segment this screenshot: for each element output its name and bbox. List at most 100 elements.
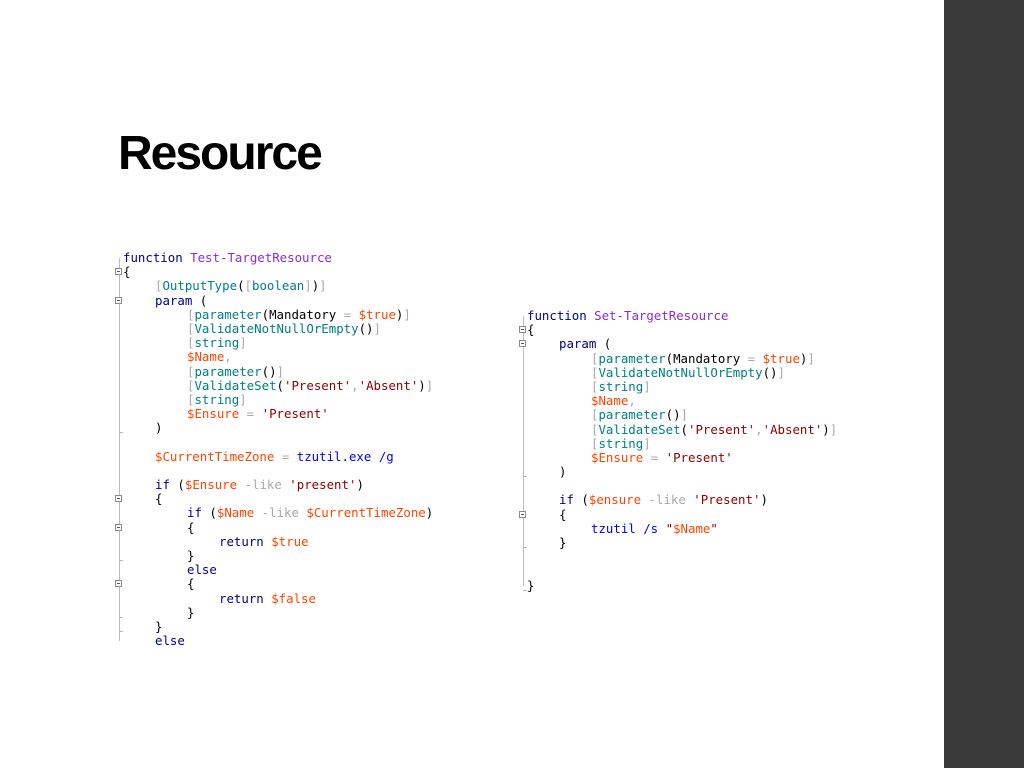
code-token: else bbox=[155, 633, 185, 649]
code-token: } bbox=[155, 618, 163, 634]
code-gutter bbox=[519, 578, 529, 593]
code-line: param ( bbox=[115, 292, 433, 308]
collapse-icon[interactable] bbox=[115, 268, 122, 276]
code-gutter bbox=[519, 564, 529, 579]
code-content: else bbox=[123, 562, 217, 577]
code-line: } bbox=[523, 535, 837, 551]
code-token: () bbox=[261, 363, 277, 379]
code-line: $Name, bbox=[119, 349, 433, 365]
code-token: ] bbox=[373, 320, 381, 336]
code-token: ( bbox=[276, 377, 284, 393]
code-gutter bbox=[115, 307, 125, 323]
code-content: [string] bbox=[123, 392, 247, 407]
code-token: [ bbox=[187, 363, 195, 379]
code-content: { bbox=[123, 576, 194, 591]
code-token: } bbox=[527, 577, 535, 593]
collapse-icon[interactable] bbox=[115, 580, 122, 588]
code-gutter bbox=[519, 351, 529, 366]
code-line: [parameter(Mandatory = $true)] bbox=[523, 350, 837, 366]
code-line: if ($ensure -like 'Present') bbox=[523, 492, 837, 508]
code-token: ) bbox=[356, 477, 364, 492]
code-token: parameter bbox=[598, 407, 666, 423]
code-line: } bbox=[119, 548, 433, 564]
code-token: -like bbox=[641, 492, 694, 508]
code-gutter bbox=[519, 493, 529, 508]
code-content: { bbox=[527, 507, 566, 522]
code-gutter bbox=[519, 365, 529, 381]
code-token: parameter bbox=[194, 306, 262, 322]
code-token: if bbox=[155, 477, 178, 492]
code-token: /g bbox=[371, 448, 394, 464]
code-line: [OutputType([boolean])] bbox=[119, 278, 433, 294]
code-token: 'Present' bbox=[261, 406, 329, 422]
code-token: ] bbox=[319, 278, 327, 294]
collapse-icon[interactable] bbox=[519, 510, 526, 518]
code-token: [ bbox=[591, 421, 599, 437]
code-token: [ bbox=[155, 278, 163, 294]
code-gutter bbox=[115, 619, 125, 635]
code-token: ValidateNotNullOrEmpty bbox=[598, 364, 763, 380]
code-block-set-targetresource: function Set-TargetResource{param ([para… bbox=[519, 308, 838, 593]
code-line: { bbox=[115, 265, 433, 280]
code-token: ValidateNotNullOrEmpty bbox=[194, 320, 359, 336]
code-gutter bbox=[115, 350, 125, 365]
code-gutter bbox=[519, 550, 529, 565]
code-token: 'Present' bbox=[665, 449, 733, 465]
code-token: $Name bbox=[187, 349, 225, 365]
code-content: return $true bbox=[123, 534, 309, 549]
code-token: -like bbox=[254, 505, 307, 521]
code-gutter bbox=[115, 265, 125, 280]
code-gutter bbox=[115, 605, 125, 621]
code-content: $Ensure = 'Present' bbox=[527, 450, 733, 465]
slide-sidebar bbox=[944, 0, 1024, 768]
code-token: ] bbox=[807, 350, 815, 366]
code-line: [string] bbox=[119, 392, 433, 408]
code-line: [string] bbox=[523, 436, 837, 452]
collapse-icon[interactable] bbox=[115, 495, 122, 503]
code-token: ( bbox=[665, 350, 674, 366]
code-token: = bbox=[274, 448, 297, 464]
code-gutter bbox=[115, 251, 125, 266]
code-gutter bbox=[115, 634, 125, 648]
collapse-icon[interactable] bbox=[519, 326, 526, 334]
code-token: ] bbox=[680, 407, 688, 423]
code-token: ( bbox=[199, 292, 208, 308]
code-content: param ( bbox=[527, 336, 611, 351]
code-token: Mandatory bbox=[269, 306, 337, 322]
code-token: function bbox=[123, 250, 191, 265]
code-line bbox=[523, 479, 837, 494]
code-gutter bbox=[519, 465, 529, 480]
code-token: = bbox=[336, 306, 359, 322]
code-line: function Set-TargetResource bbox=[523, 308, 837, 324]
code-gutter bbox=[519, 309, 529, 324]
code-token: ] bbox=[829, 421, 838, 437]
code-token: [ bbox=[591, 364, 599, 380]
code-gutter bbox=[115, 492, 125, 507]
collapse-icon[interactable] bbox=[519, 340, 526, 348]
collapse-icon[interactable] bbox=[115, 523, 122, 531]
code-content: } bbox=[123, 548, 194, 563]
code-token: 'present' bbox=[289, 477, 357, 492]
code-line: { bbox=[115, 576, 433, 592]
code-gutter bbox=[519, 323, 529, 338]
code-content: ) bbox=[123, 420, 162, 435]
code-gutter bbox=[115, 506, 125, 521]
code-content: [parameter()] bbox=[123, 364, 284, 379]
code-token: $CurrentTimeZone bbox=[306, 505, 426, 521]
code-token: /s bbox=[635, 520, 666, 536]
code-token: " bbox=[665, 520, 674, 536]
code-gutter bbox=[115, 577, 125, 592]
code-line: { bbox=[519, 323, 837, 338]
fold-end-marker bbox=[119, 616, 123, 618]
code-gutter bbox=[115, 534, 125, 550]
code-token: $true bbox=[358, 306, 396, 322]
code-line: $Ensure = 'Present' bbox=[119, 406, 433, 422]
code-line: ) bbox=[523, 464, 837, 480]
collapse-icon[interactable] bbox=[115, 296, 122, 304]
code-token: ) bbox=[559, 464, 567, 480]
code-token: ) bbox=[418, 377, 426, 393]
code-token: [ bbox=[187, 377, 195, 393]
code-content: { bbox=[123, 520, 194, 535]
code-token: } bbox=[559, 535, 567, 550]
code-token: , bbox=[628, 393, 636, 409]
